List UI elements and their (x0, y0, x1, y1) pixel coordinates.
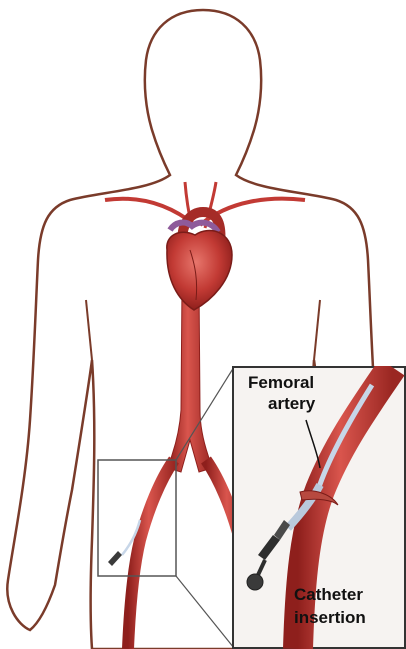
catheter-insertion-label-line1: Catheter (294, 585, 363, 604)
femoral-artery-label-line2: artery (268, 394, 316, 413)
inset-panel: Femoral artery Catheter insertion (233, 367, 405, 649)
femoral-artery-label-line1: Femoral (248, 373, 314, 392)
catheter-insertion-label-line2: insertion (294, 608, 366, 627)
